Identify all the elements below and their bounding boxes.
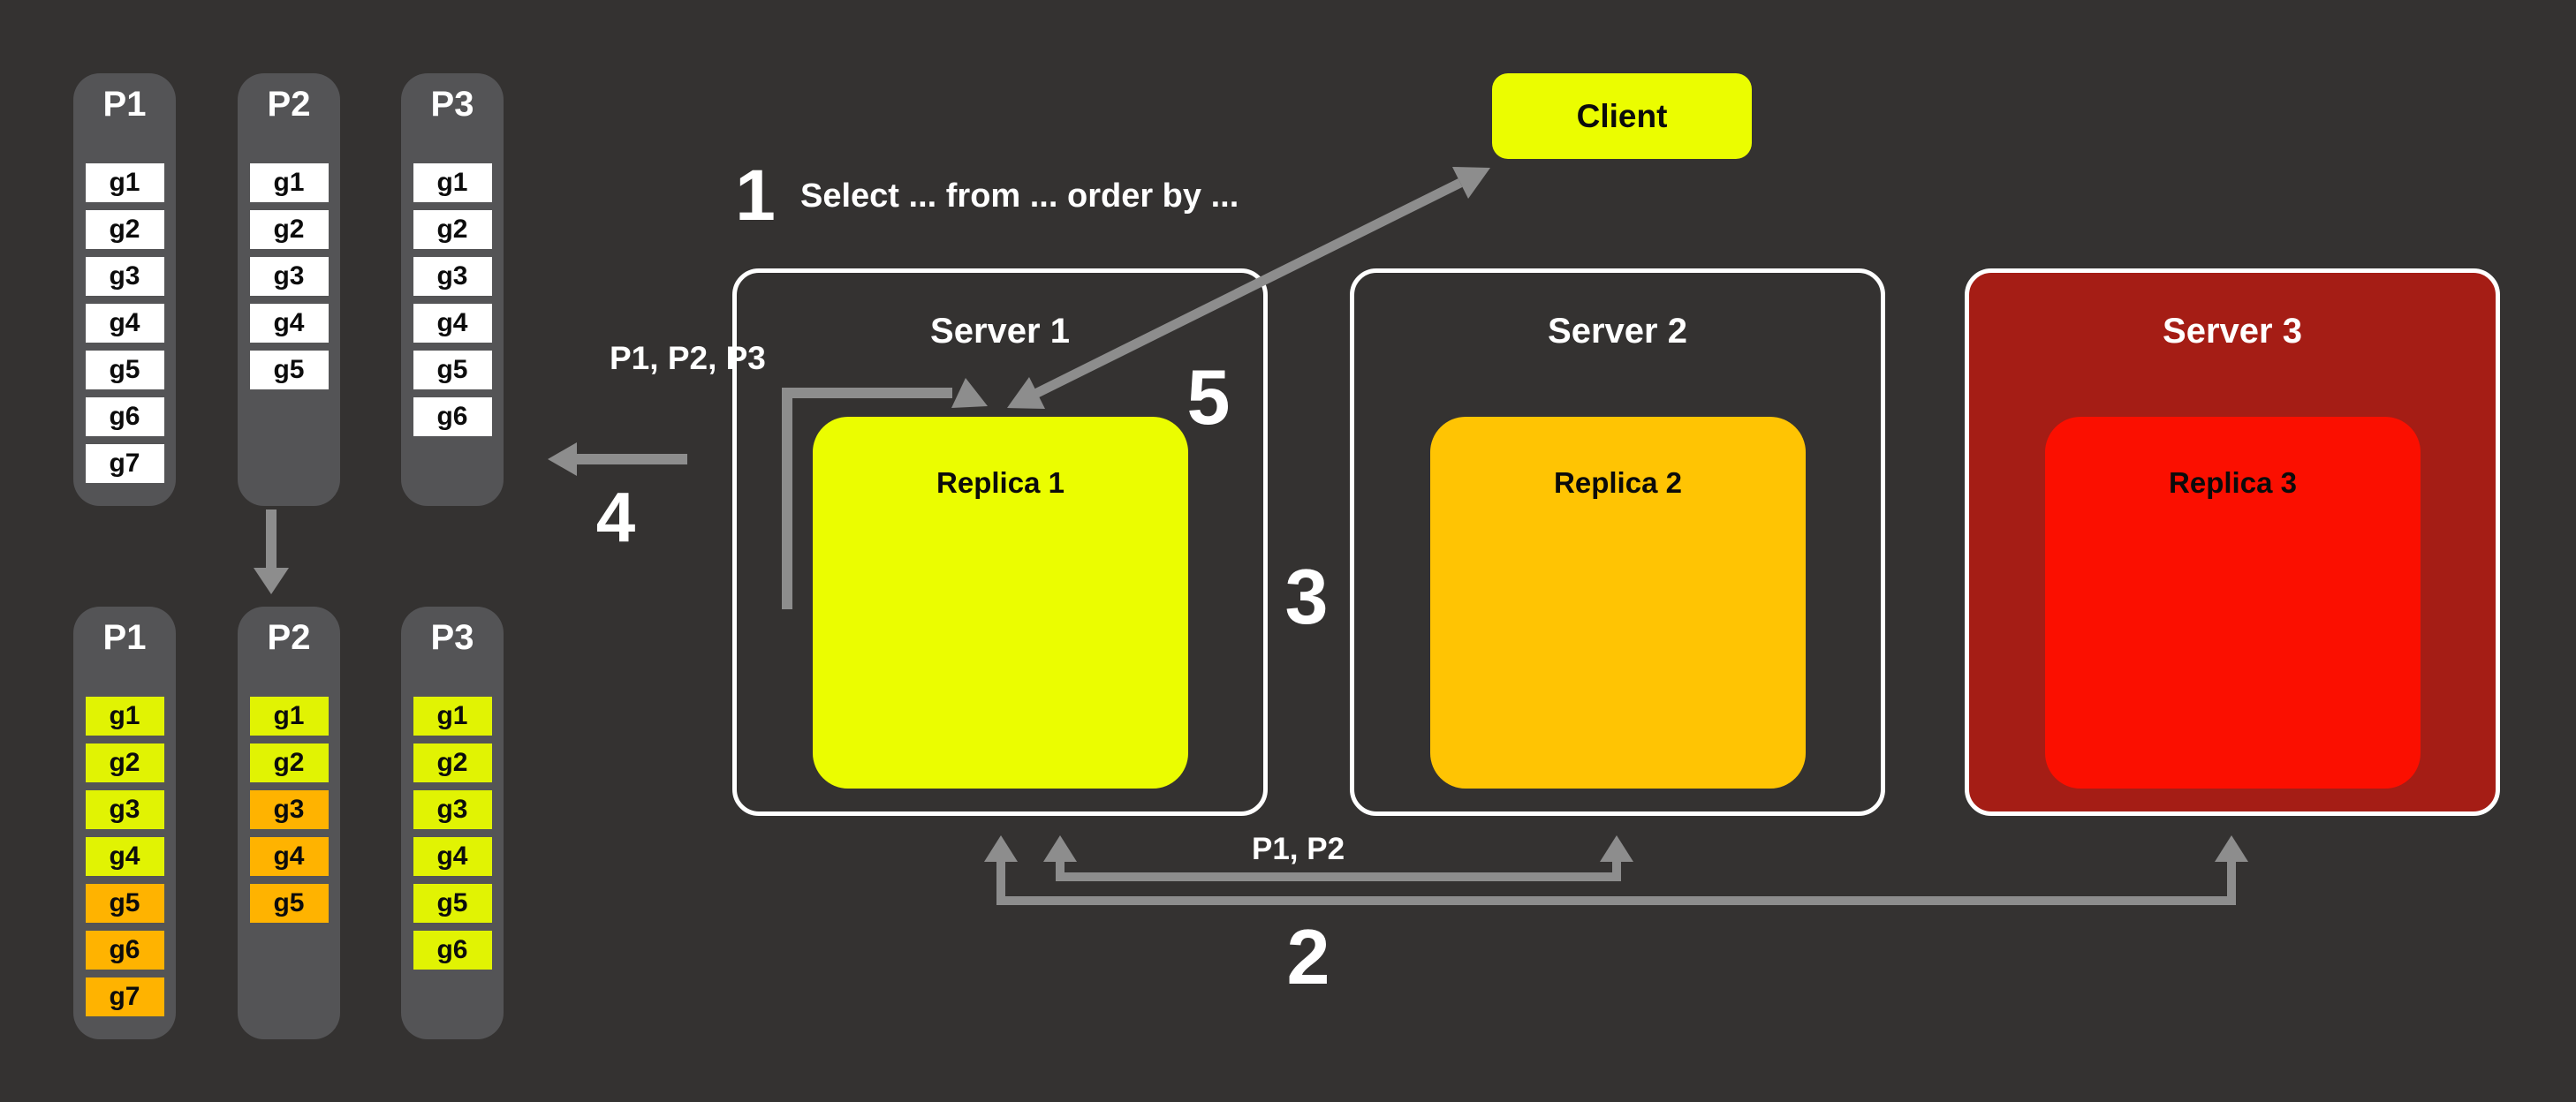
gene-cell: g4 xyxy=(413,837,492,876)
gene-cell: g4 xyxy=(249,304,329,343)
gene-cell: g7 xyxy=(85,444,164,483)
gene-cell: g5 xyxy=(85,351,164,389)
partition-after-p1: P1 g1 g2 g3 g4 g5 g6 g7 xyxy=(73,607,176,1039)
gene-cell: g1 xyxy=(85,697,164,736)
gene-cell: g1 xyxy=(249,163,329,202)
gene-cell: g1 xyxy=(413,697,492,736)
step-2-partitions-label: P1, P2 xyxy=(1252,832,1345,866)
server-3-label: Server 3 xyxy=(2163,312,2302,351)
gene-cell: g4 xyxy=(85,837,164,876)
partition-before-p3: P3 g1 g2 g3 g4 g5 g6 xyxy=(401,73,504,506)
partition-before-p1: P1 g1 g2 g3 g4 g5 g6 g7 xyxy=(73,73,176,506)
gene-cell: g1 xyxy=(249,697,329,736)
gene-list: g1 g2 g3 g4 g5 g6 g7 xyxy=(85,697,164,1016)
gene-cell: g5 xyxy=(413,884,492,923)
arrow-step2-outer-shaft xyxy=(996,858,2236,905)
gene-cell: g3 xyxy=(249,790,329,829)
step-1-query-label: Select ... from ... order by ... xyxy=(800,177,1239,215)
server-2-box: Server 2 Replica 2 xyxy=(1350,268,1885,816)
gene-cell: g5 xyxy=(413,351,492,389)
gene-cell: g2 xyxy=(85,210,164,249)
gene-cell: g5 xyxy=(249,884,329,923)
gene-cell: g1 xyxy=(85,163,164,202)
partition-after-p3: P3 g1 g2 g3 g4 g5 g6 xyxy=(401,607,504,1039)
replica-3-label: Replica 3 xyxy=(2169,466,2297,499)
forwarded-partitions-label: P1, P2, P3 xyxy=(610,340,766,376)
gene-cell: g1 xyxy=(413,163,492,202)
replica-1-box: Replica 1 xyxy=(813,417,1188,789)
step-5-number: 5 xyxy=(1186,353,1231,441)
step-1-number: 1 xyxy=(735,155,776,236)
gene-cell: g6 xyxy=(85,931,164,970)
gene-cell: g7 xyxy=(85,977,164,1016)
gene-list: g1 g2 g3 g4 g5 xyxy=(249,163,329,389)
partition-before-p2: P2 g1 g2 g3 g4 g5 xyxy=(238,73,340,506)
arrow-step2-outer-head-right xyxy=(2215,835,2248,862)
gene-cell: g2 xyxy=(413,743,492,782)
server-1-box: Server 1 Replica 1 xyxy=(732,268,1268,816)
arrow-step2-outer-head-left xyxy=(984,835,1018,862)
arrow-client-replica1-head-upper xyxy=(1452,167,1490,199)
step-4-number: 4 xyxy=(595,478,636,556)
partition-title: P2 xyxy=(267,618,311,657)
gene-list: g1 g2 g3 g4 g5 g6 g7 xyxy=(85,163,164,483)
gene-cell: g4 xyxy=(85,304,164,343)
gene-cell: g6 xyxy=(413,931,492,970)
replica-3-box: Replica 3 xyxy=(2045,417,2421,789)
gene-cell: g5 xyxy=(249,351,329,389)
gene-list: g1 g2 g3 g4 g5 xyxy=(249,697,329,923)
gene-cell: g2 xyxy=(249,210,329,249)
gene-cell: g6 xyxy=(85,397,164,436)
gene-cell: g3 xyxy=(413,257,492,296)
server-3-box: Server 3 Replica 3 xyxy=(1965,268,2500,816)
arrow-repartition-head xyxy=(254,568,289,594)
server-1-label: Server 1 xyxy=(930,312,1070,351)
replica-2-label: Replica 2 xyxy=(1554,466,1682,499)
partition-title: P1 xyxy=(102,618,147,657)
partition-after-p2: P2 g1 g2 g3 g4 g5 xyxy=(238,607,340,1039)
gene-cell: g2 xyxy=(413,210,492,249)
arrow-step2-inner-head-left xyxy=(1043,835,1077,862)
partition-title: P3 xyxy=(430,85,474,124)
partition-title: P2 xyxy=(267,85,311,124)
gene-cell: g3 xyxy=(249,257,329,296)
gene-list: g1 g2 g3 g4 g5 g6 xyxy=(413,163,492,436)
client-node: Client xyxy=(1492,73,1752,159)
gene-cell: g3 xyxy=(85,790,164,829)
replica-1-label: Replica 1 xyxy=(936,466,1064,499)
gene-cell: g2 xyxy=(85,743,164,782)
gene-cell: g3 xyxy=(413,790,492,829)
gene-cell: g6 xyxy=(413,397,492,436)
step-3-number: 3 xyxy=(1284,553,1329,640)
gene-cell: g4 xyxy=(249,837,329,876)
arrow-step2-inner-head-right xyxy=(1600,835,1633,862)
partition-title: P3 xyxy=(430,618,474,657)
arrow-step4-head xyxy=(548,442,577,476)
gene-list: g1 g2 g3 g4 g5 g6 xyxy=(413,697,492,970)
gene-cell: g2 xyxy=(249,743,329,782)
replica-2-box: Replica 2 xyxy=(1430,417,1806,789)
gene-cell: g5 xyxy=(85,884,164,923)
gene-cell: g3 xyxy=(85,257,164,296)
gene-cell: g4 xyxy=(413,304,492,343)
partition-title: P1 xyxy=(102,85,147,124)
step-2-number: 2 xyxy=(1286,913,1330,1000)
server-2-label: Server 2 xyxy=(1548,312,1687,351)
